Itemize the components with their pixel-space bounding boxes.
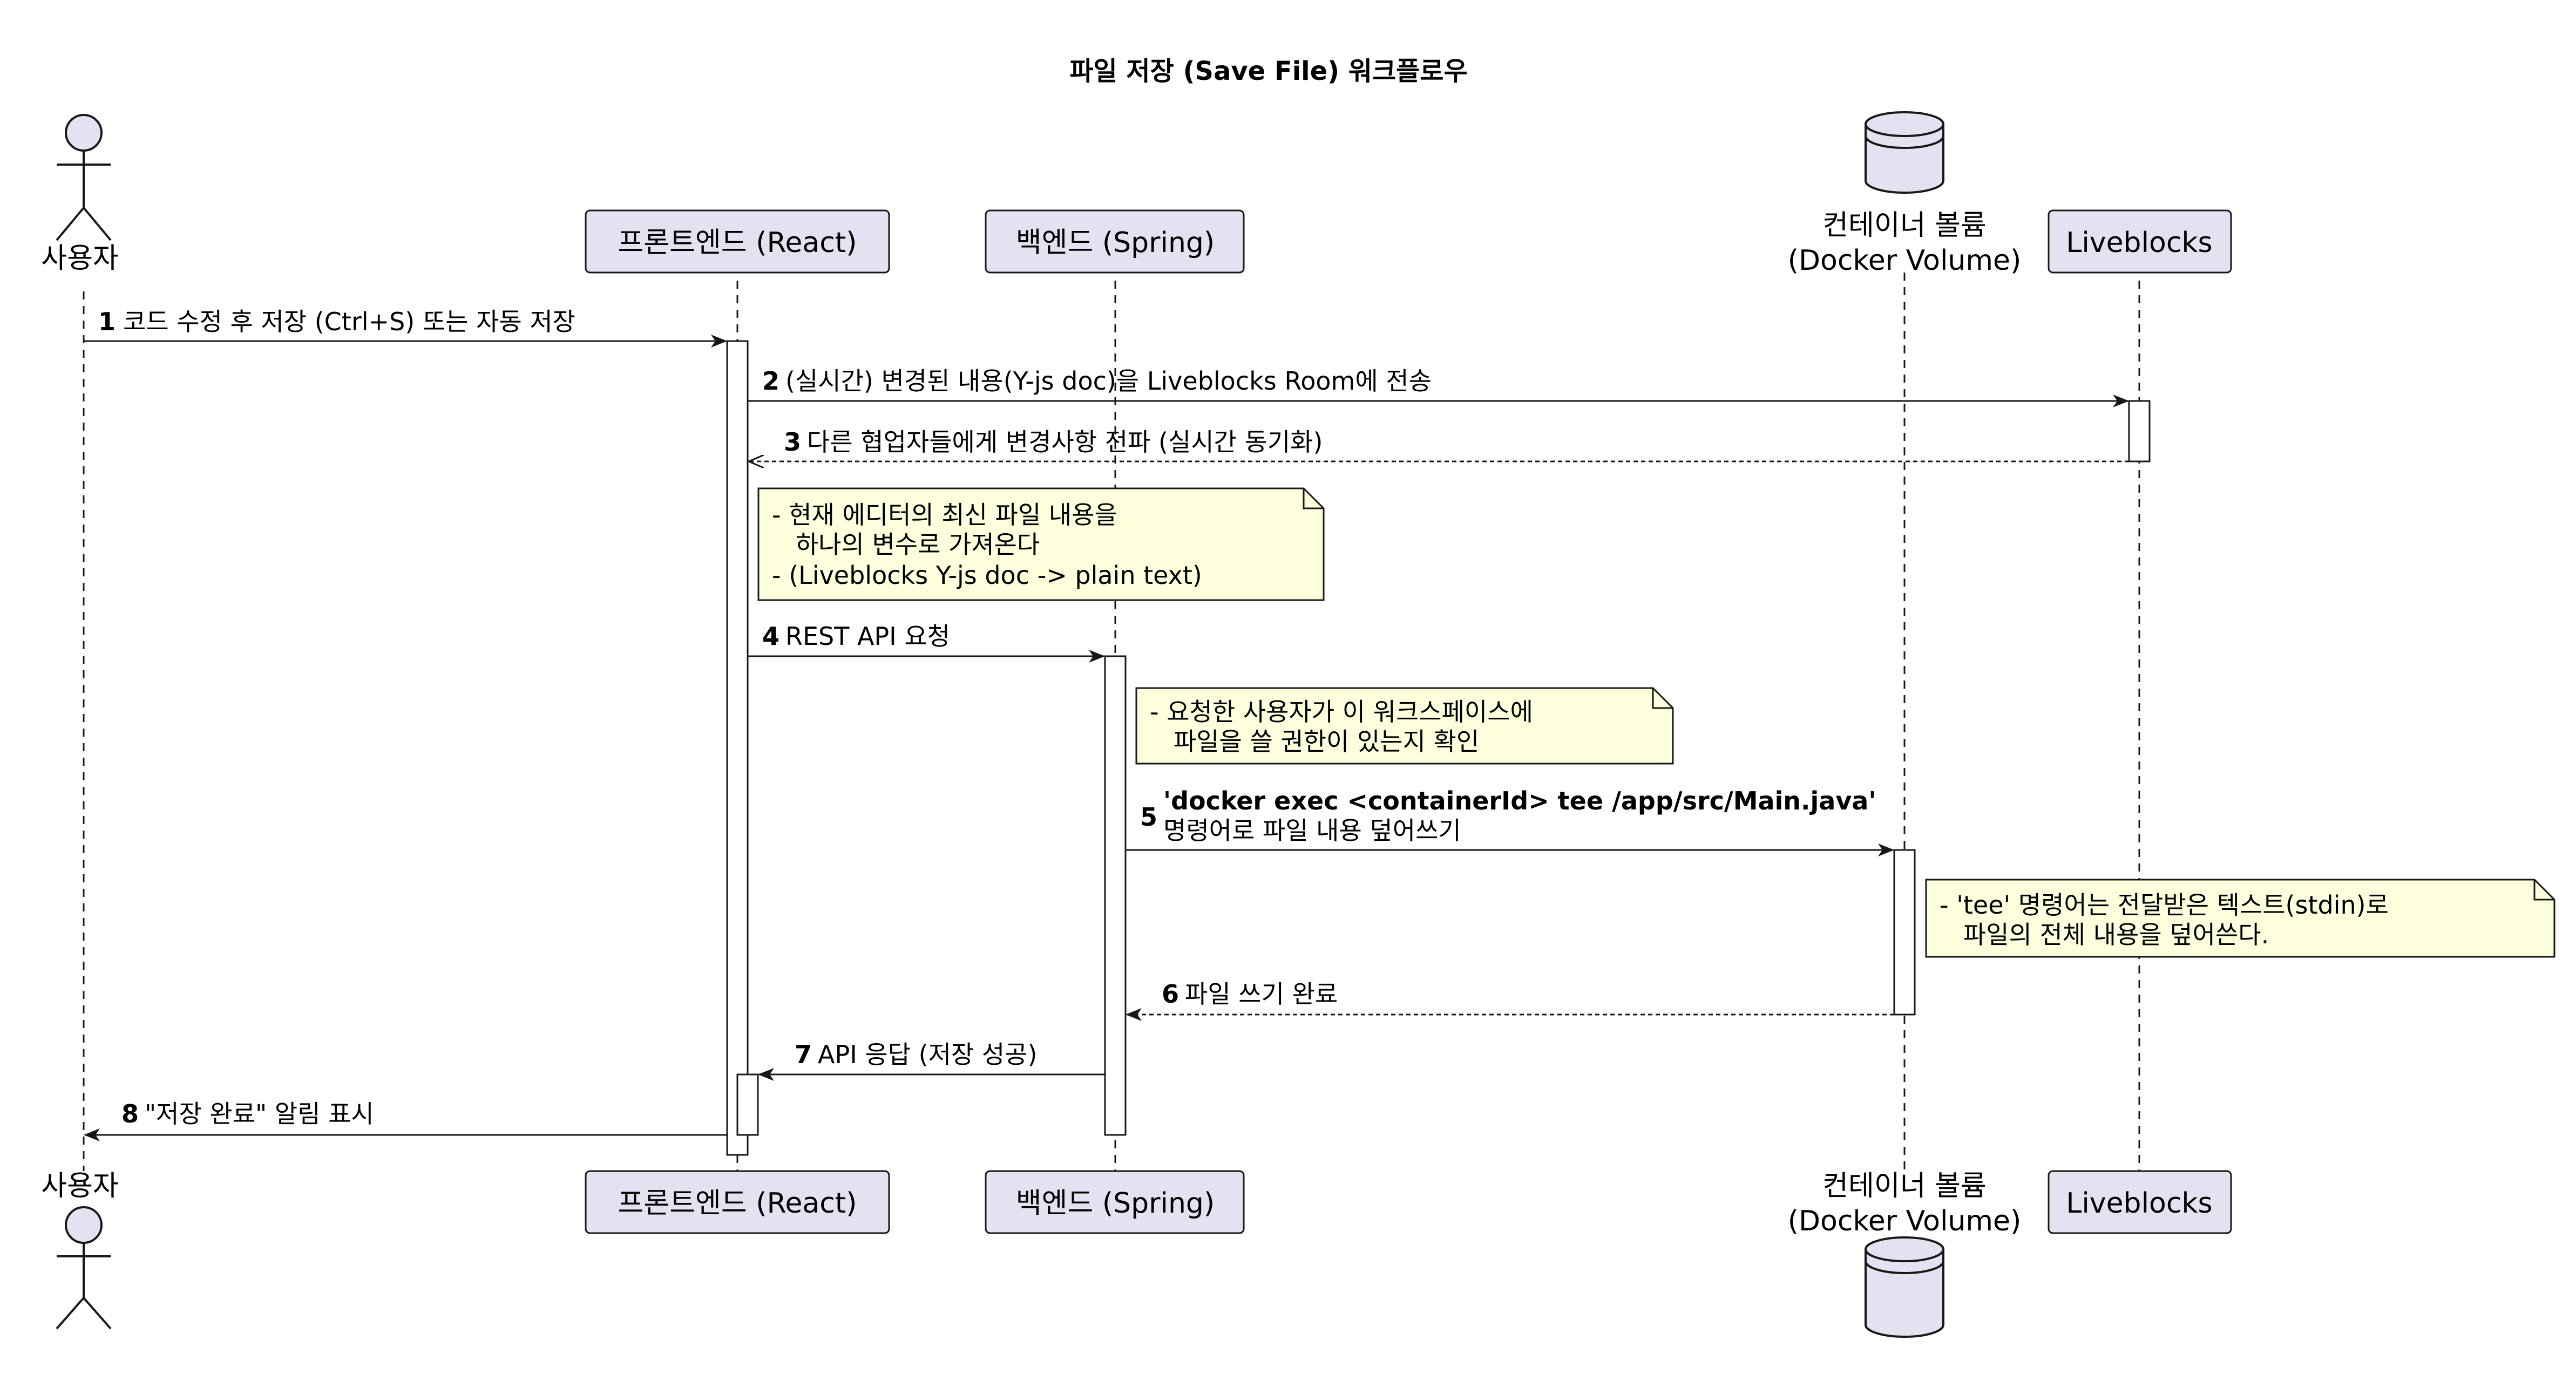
diagram-title: 파일 저장 (Save File) 워크플로우 [1069,56,1467,86]
message-label: 파일 쓰기 완료 [1185,979,1338,1009]
message-number: 6 [1162,979,1179,1009]
actor-user-top: 사용자 [41,114,119,275]
note-box [1925,879,2555,958]
note-line: 하나의 변수로 가져온다 [772,530,1040,559]
actor-user-bottom: 사용자 [41,1170,119,1330]
note-line: - (Liveblocks Y-js doc -> plain text) [772,561,1202,590]
message-8: 8 "저장 완료" 알림 표시 [84,1099,727,1141]
actor-leg-right [83,207,112,241]
database-label-line2: (Docker Volume) [1788,1205,2022,1237]
note-box [1135,687,1674,765]
participant-label: 프론트엔드 (React) [618,227,857,259]
actor-leg-left [56,207,85,241]
message-label: 다른 협업자들에게 변경사항 전파 (실시간 동기화) [807,427,1323,457]
database-volume-bottom: 컨테이너 볼륨 (Docker Volume) [1788,1170,2022,1338]
participant-box [2048,1170,2232,1234]
database-label-line1: 컨테이너 볼륨 [1822,209,1987,242]
message-4: 4 REST API 요청 [748,622,1105,663]
activation-liveblocks [2128,400,2151,462]
participant-label: 프론트엔드 (React) [618,1187,857,1220]
note-line: 파일의 전체 내용을 덮어쓴다. [1940,920,2269,949]
participant-frontend-top: 프론트엔드 (React) [585,209,890,274]
database-icon [1865,124,1944,194]
database-icon-top [1865,111,1944,137]
activation-frontend [726,340,749,1156]
participant-liveblocks-bottom: Liveblocks [2048,1170,2232,1234]
message-label: (실시간) 변경된 내용(Y-js doc)을 Liveblocks Room에… [785,366,1432,396]
participant-label: 백엔드 (Spring) [1016,227,1215,259]
message-label: "저장 완료" 알림 표시 [145,1099,374,1128]
message-5: 5 'docker exec <containerId> tee /app/sr… [1126,786,1894,856]
message-7: 7 API 응답 (저장 성공) [758,1040,1105,1081]
database-icon-band [1865,1261,1944,1274]
participant-frontend-bottom: 프론트엔드 (React) [585,1170,890,1234]
activation-volume [1893,849,1916,1016]
message-number: 3 [784,427,801,457]
database-label-line1: 컨테이너 볼륨 [1822,1170,1987,1202]
message-number: 2 [762,366,779,396]
note-box [757,487,1325,601]
note-1: - 현재 에디터의 최신 파일 내용을 하나의 변수로 가져온다 - (Live… [757,487,1325,601]
message-label: API 응답 (저장 성공) [818,1040,1037,1069]
participant-box [585,1170,890,1234]
participant-box [985,209,1245,274]
database-volume-top: 컨테이너 볼륨 (Docker Volume) [1788,111,2022,277]
message-6: 6 파일 쓰기 완료 [1126,979,1894,1021]
message-3: 3 다른 협업자들에게 변경사항 전파 (실시간 동기화) [749,427,2129,461]
activation-backend [1104,655,1127,1136]
message-label: 코드 수정 후 저장 (Ctrl+S) 또는 자동 저장 [123,307,575,336]
note-line: - 현재 에디터의 최신 파일 내용을 [772,500,1117,529]
actor-leg-left [56,1297,85,1330]
message-1: 1 코드 수정 후 저장 (Ctrl+S) 또는 자동 저장 [84,307,727,348]
participant-box [985,1170,1245,1234]
note-line: - 'tee' 명령어는 전달받은 텍스트(stdin)로 [1940,890,2389,920]
note-line: - 요청한 사용자가 이 워크스페이스에 [1150,697,1533,726]
participant-label: 백엔드 (Spring) [1016,1187,1215,1220]
actor-leg-right [83,1297,112,1330]
message-number: 7 [795,1040,812,1069]
participant-backend-top: 백엔드 (Spring) [985,209,1245,274]
participant-box [2048,209,2232,274]
note-fold [2533,880,2554,901]
database-icon-top [1865,1236,1944,1262]
message-number: 8 [121,1099,139,1128]
note-3: - 'tee' 명령어는 전달받은 텍스트(stdin)로 파일의 전체 내용을… [1925,879,2555,958]
actor-user-label-bottom: 사용자 [41,1170,119,1202]
message-number: 5 [1140,802,1157,832]
participant-liveblocks-top: Liveblocks [2048,209,2232,274]
actor-user-label-top: 사용자 [41,242,119,275]
note-2: - 요청한 사용자가 이 워크스페이스에 파일을 쓸 권한이 있는지 확인 [1135,687,1674,765]
message-label-line1: 'docker exec <containerId> tee /app/src/… [1163,786,1876,815]
note-fold [1303,488,1324,509]
message-number: 1 [98,307,116,336]
message-label-line2: 명령어로 파일 내용 덮어쓰기 [1163,816,1461,845]
database-icon [1865,1249,1944,1338]
message-label: REST API 요청 [785,622,950,651]
actor-head [65,1206,103,1244]
participant-label: Liveblocks [2066,1187,2212,1220]
participant-label: Liveblocks [2066,227,2212,259]
note-fold [1652,688,1673,709]
participant-box [585,209,890,274]
note-line: 파일을 쓸 권한이 있는지 확인 [1150,727,1479,756]
activation-bars [726,340,2151,1156]
activation-frontend-nested [736,1073,759,1136]
participant-backend-bottom: 백엔드 (Spring) [985,1170,1245,1234]
message-2: 2 (실시간) 변경된 내용(Y-js doc)을 Liveblocks Roo… [748,366,2129,407]
database-icon-band [1865,135,1944,149]
actor-head [65,114,103,152]
message-number: 4 [762,622,779,651]
database-label-line2: (Docker Volume) [1788,244,2022,277]
